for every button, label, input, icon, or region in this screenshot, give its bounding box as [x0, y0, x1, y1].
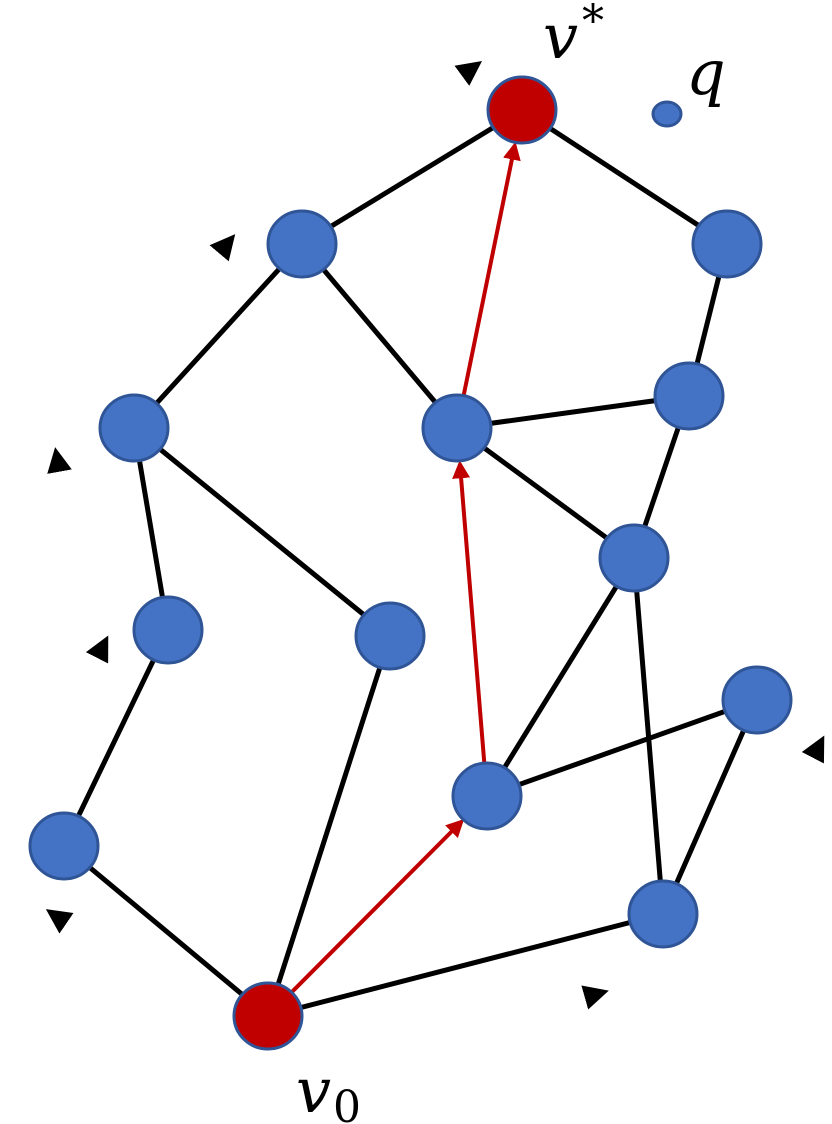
- graph-node: [598, 523, 670, 593]
- graph-edge: [484, 555, 637, 799]
- graph-edge: [131, 241, 305, 431]
- graph-edge: [299, 241, 460, 431]
- graph-edge: [660, 697, 760, 917]
- dashed-arrow: [581, 985, 609, 1010]
- dashed-arrow: [454, 61, 483, 86]
- target-label-superscript: *: [582, 0, 604, 47]
- graph-nodes: [28, 75, 793, 1051]
- search-path-arrow: [280, 818, 465, 1004]
- graph-node: [421, 393, 493, 463]
- graph-node: [132, 595, 204, 665]
- graph-edge: [131, 425, 393, 639]
- start-node-label: v0: [296, 1054, 361, 1124]
- graph-edge: [61, 627, 171, 849]
- node-labels: v0 v* q: [296, 0, 726, 1124]
- target-label-base: v: [543, 0, 578, 73]
- graph-edge: [454, 425, 637, 561]
- dashed-arrow: [801, 735, 825, 764]
- target-node-label: v*: [543, 0, 604, 73]
- graph-edge: [299, 107, 525, 247]
- graph-node: [721, 665, 793, 735]
- search-path-arrow: [452, 460, 488, 777]
- graph-node: [98, 393, 170, 463]
- dashed-arrow: [45, 909, 74, 934]
- graph-node: [627, 879, 699, 949]
- query-point: [651, 100, 683, 128]
- graph-edge: [265, 911, 666, 1019]
- graph-edge: [519, 107, 730, 247]
- graph-node: [266, 209, 338, 279]
- start-label-subscript: 0: [333, 1082, 361, 1124]
- target-node: [486, 75, 558, 145]
- dashed-arrow: [209, 234, 236, 262]
- search-path: [280, 141, 521, 1004]
- graph-node: [28, 811, 100, 881]
- graph-edge: [265, 633, 393, 1019]
- search-path-arrow: [459, 141, 521, 409]
- graph-edges: [61, 107, 760, 1019]
- graph-node: [691, 209, 763, 279]
- dashed-arrow: [85, 635, 109, 664]
- graph-node: [653, 361, 725, 431]
- query-point-label: q: [686, 36, 726, 109]
- graph-node: [451, 761, 523, 831]
- graph-edge: [61, 843, 271, 1019]
- graph-node: [354, 601, 426, 671]
- start-label-base: v: [296, 1054, 331, 1124]
- graph-edge: [454, 393, 692, 431]
- dashed-arrow: [47, 447, 72, 474]
- start-node: [232, 981, 304, 1051]
- graph-edge: [484, 697, 760, 799]
